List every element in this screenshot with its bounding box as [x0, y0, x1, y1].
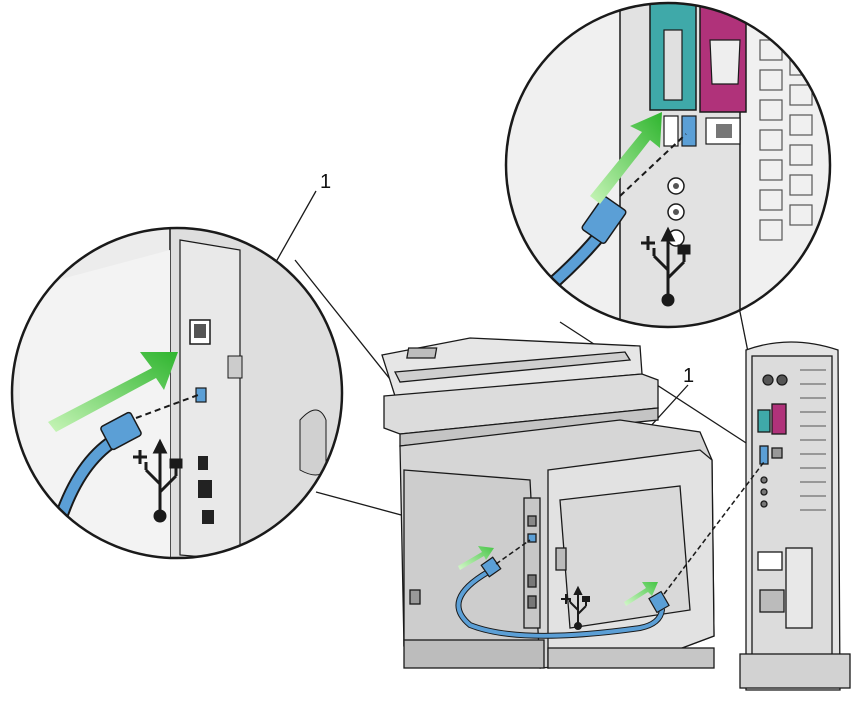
callout-number-right: 1: [683, 365, 694, 387]
usb-plug-magnified-right: [581, 196, 627, 244]
usb-cable: [455, 569, 665, 639]
usb-symbol-icon: [561, 585, 590, 630]
usb-plug-computer-side: [648, 590, 670, 614]
callout-number-left: 1: [320, 171, 331, 193]
usb-symbol-icon: [641, 226, 691, 307]
ethernet-port-icon: [189, 319, 211, 345]
computer-tower: [739, 341, 851, 691]
magnified-computer-port: [504, 1, 832, 329]
usb-symbol-icon: [133, 438, 183, 523]
insert-arrow-printer: [458, 546, 494, 570]
insert-arrow-computer: [624, 582, 658, 606]
magnified-printer-port: [10, 226, 344, 560]
usb-plug-magnified-left: [100, 411, 142, 451]
insert-arrow-magnified-right: [590, 112, 662, 204]
dashed-path-printer: [495, 539, 531, 565]
printer: [381, 337, 715, 669]
dashed-path-computer: [663, 461, 765, 595]
insert-arrow-magnified-left: [48, 352, 178, 432]
